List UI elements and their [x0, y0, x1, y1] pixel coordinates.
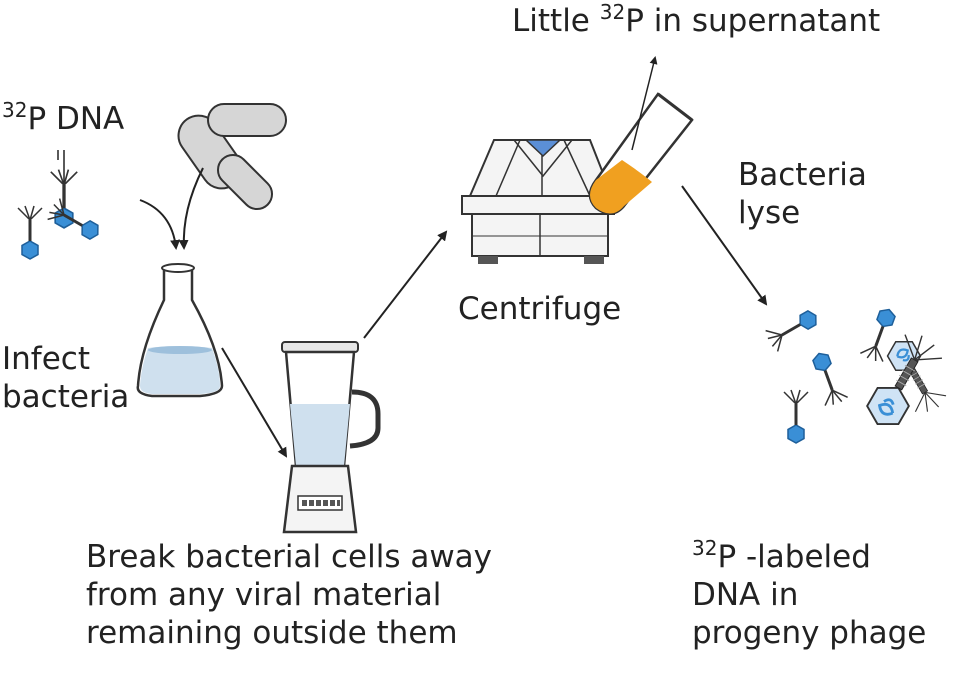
bacterium-icon	[216, 153, 274, 211]
test-tube-icon	[588, 92, 694, 215]
label-progeny-line1: 32P -labeled	[692, 536, 871, 575]
flask-icon	[136, 263, 224, 398]
arrow-flask-to-blender	[221, 347, 288, 458]
label-progeny: 32P -labeled DNA in progeny phage	[692, 536, 927, 651]
bacterium-icon	[207, 103, 287, 137]
label-centrifuge: Centrifuge	[458, 291, 622, 327]
arrow-centrifuge-to-progeny	[681, 185, 768, 306]
centrifuge-icon	[461, 139, 615, 264]
arrow-to-supernatant	[631, 56, 658, 151]
bacteria-cells	[177, 103, 287, 211]
blender-icon	[281, 341, 381, 534]
phage-icon	[782, 388, 810, 445]
label-infect-bacteria: Infect bacteria	[2, 341, 130, 415]
phage-icon	[762, 303, 824, 354]
label-bacteria-lyse: Bacteria lyse	[738, 157, 867, 231]
labeled-phages-group	[16, 150, 106, 261]
label-32p-dna: 32P DNA	[2, 98, 125, 137]
arrow-blender-to-centrifuge	[363, 230, 448, 339]
phage-icon	[806, 347, 850, 409]
arrow-phages-to-flask	[139, 199, 181, 250]
progeny-phages-group	[762, 303, 951, 445]
phage-icon	[16, 204, 44, 261]
label-break-cells: Break bacterial cells away from any vira…	[86, 539, 493, 651]
label-supernatant: Little 32P in supernatant	[512, 0, 881, 39]
arrow-bacteria-to-flask	[178, 167, 204, 250]
